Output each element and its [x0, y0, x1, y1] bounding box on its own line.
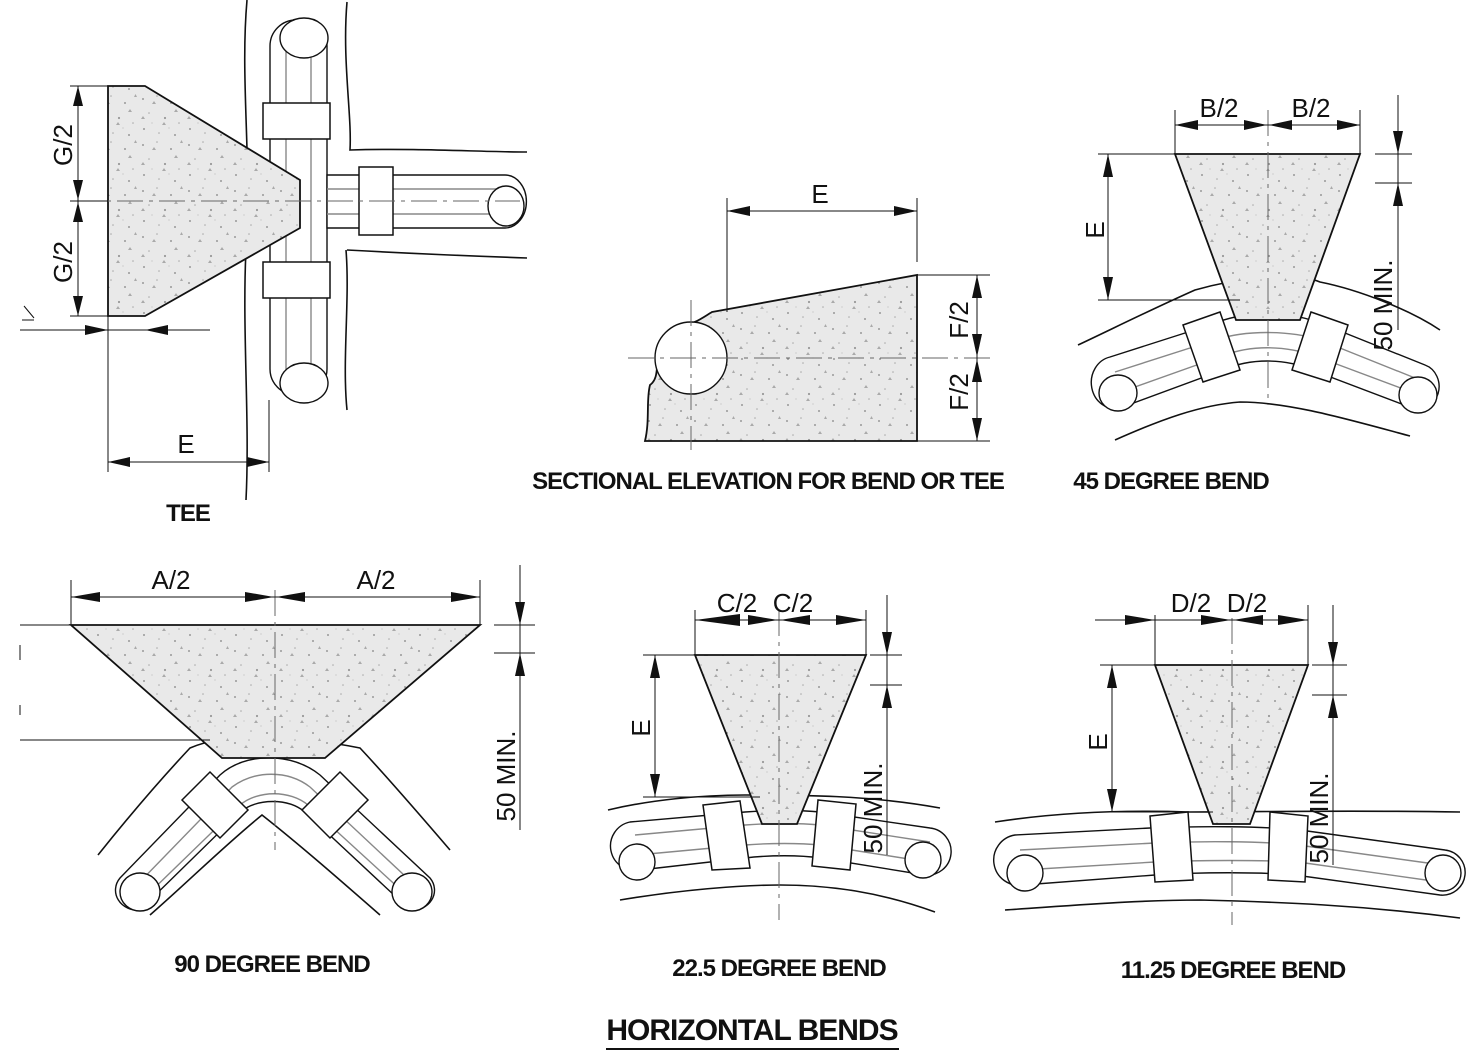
- a-half-left-label: A/2: [151, 565, 190, 595]
- bend-22-5-view: [607, 595, 952, 920]
- b-half-left-label: B/2: [1199, 93, 1238, 123]
- section-e-label: E: [811, 179, 828, 209]
- bend45-caption: 45 DEGREE BEND: [1073, 468, 1269, 495]
- c-half-left-label: C/2: [717, 588, 757, 618]
- tee-view: [20, 0, 528, 501]
- bend225-caption: 22.5 DEGREE BEND: [672, 955, 886, 982]
- bend-90-view: [19, 565, 535, 916]
- tee-e-label: E: [177, 429, 194, 459]
- bend45-min-label: 50 MIN.: [1368, 259, 1398, 350]
- bend225-e-label: E: [626, 719, 656, 736]
- bend1125-min-label: 50 MIN.: [1304, 772, 1334, 863]
- bend225-min-label: 50 MIN.: [858, 762, 888, 853]
- bend-45-view: [1077, 95, 1441, 441]
- c-half-right-label: C/2: [773, 588, 813, 618]
- bend90-min-label: 50 MIN.: [491, 730, 521, 821]
- g-half-top-label: G/2: [48, 124, 78, 166]
- bend1125-e-label: E: [1083, 733, 1113, 750]
- d-half-left-label: D/2: [1171, 588, 1211, 618]
- section-f-half-bottom-label: F/2: [944, 373, 974, 411]
- sheet-title: HORIZONTAL BENDS: [606, 1014, 897, 1047]
- bend90-caption: 90 DEGREE BEND: [174, 951, 370, 978]
- tee-caption: TEE: [166, 500, 211, 527]
- section-f-half-top-label: F/2: [944, 301, 974, 339]
- a-half-right-label: A/2: [356, 565, 395, 595]
- bend1125-caption: 11.25 DEGREE BEND: [1121, 957, 1346, 984]
- g-half-bottom-label: G/2: [48, 241, 78, 283]
- d-half-right-label: D/2: [1227, 588, 1267, 618]
- section-caption: SECTIONAL ELEVATION FOR BEND OR TEE: [532, 468, 1005, 495]
- b-half-right-label: B/2: [1291, 93, 1330, 123]
- bend45-e-label: E: [1080, 221, 1110, 238]
- bend-11-25-view: [993, 605, 1466, 925]
- sectional-elevation-view: [628, 198, 990, 450]
